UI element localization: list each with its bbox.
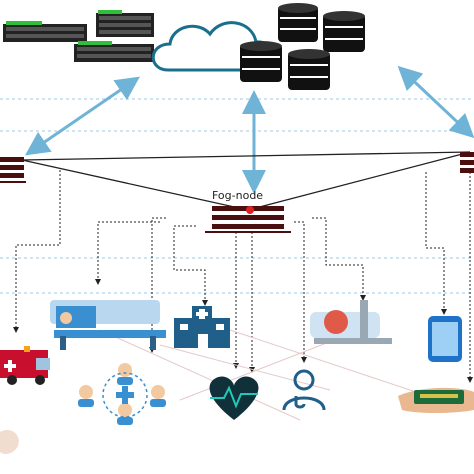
fog-node-label: Fog-node	[212, 189, 263, 202]
cloud-links	[25, 65, 474, 194]
patient-bed-icon	[50, 300, 166, 350]
smartphone-icon	[428, 316, 462, 362]
connector-line	[294, 221, 307, 363]
database-icon	[278, 3, 318, 42]
database-icon	[323, 11, 365, 52]
doctor-icon	[282, 369, 326, 411]
mesh-line	[159, 344, 331, 391]
fog-node-core	[246, 206, 254, 214]
mesh-line	[99, 329, 301, 421]
server-rack-icon	[3, 21, 87, 42]
care-network-icon	[78, 363, 166, 425]
fog-node: Fog-node	[205, 189, 291, 233]
heart-monitor-icon	[209, 376, 259, 420]
ambulance-icon	[0, 346, 50, 385]
database-icon	[240, 41, 282, 82]
server-rack-icon	[74, 41, 154, 62]
finger	[0, 429, 19, 454]
database-icon	[288, 49, 330, 90]
fog-link-line	[21, 159, 249, 211]
server-rack-icon	[460, 152, 474, 173]
network-switches	[3, 10, 154, 62]
fog-links	[21, 151, 471, 211]
database-cluster	[240, 3, 365, 90]
fog-link-line	[247, 151, 471, 211]
lab-equipment-icon	[310, 300, 392, 344]
cloud-link-arrow	[397, 65, 474, 139]
server-rack-icon	[0, 157, 26, 183]
cloud-link-arrow	[25, 76, 140, 156]
connector-line	[312, 217, 366, 301]
mesh-line	[229, 329, 441, 401]
hospital-icon	[174, 306, 230, 348]
connector-line	[173, 225, 208, 306]
connector-line	[425, 172, 447, 315]
server-rack-icon	[96, 10, 154, 37]
connector-line	[13, 170, 61, 333]
wearable-sensor-icon	[398, 387, 474, 413]
connector-line	[95, 221, 160, 285]
fog-link-line	[21, 151, 471, 161]
